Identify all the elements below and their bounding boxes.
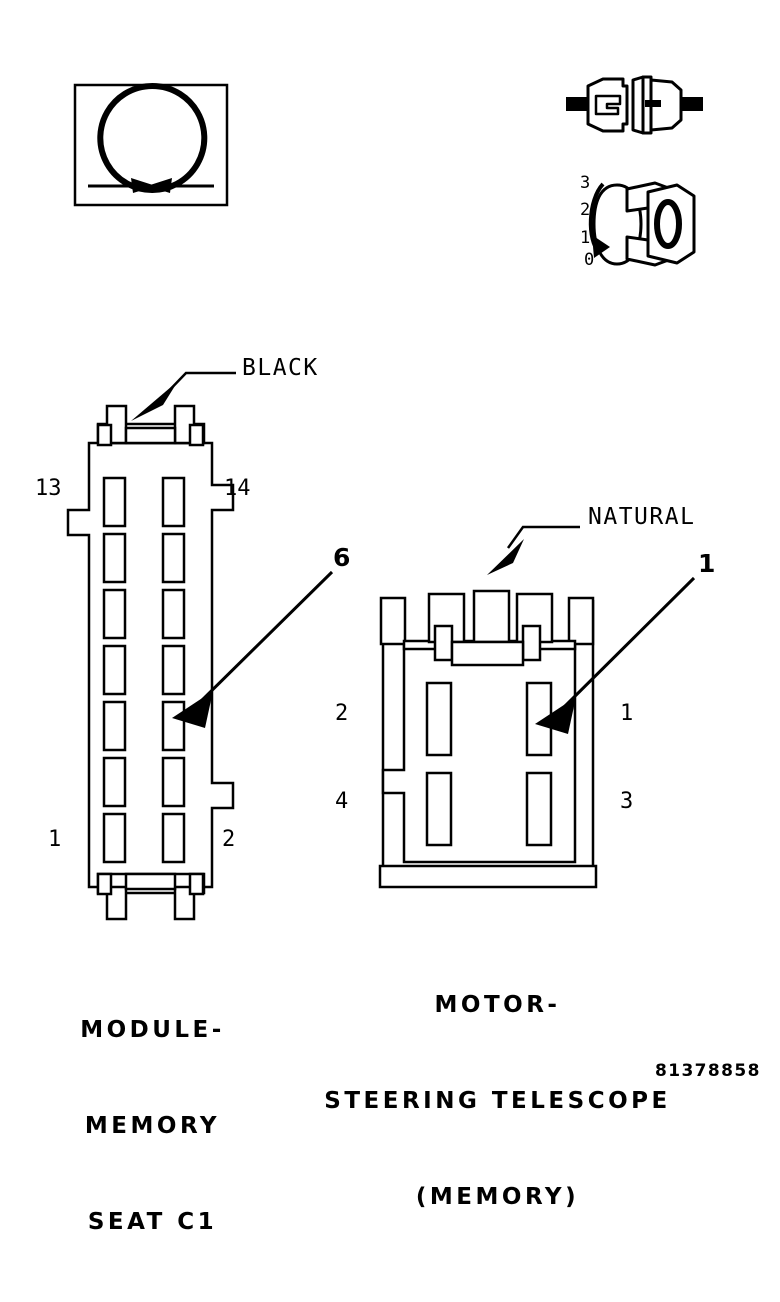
pin-number-1-right: 1	[620, 701, 634, 726]
connector-cavities	[425, 681, 553, 847]
pin-number-13: 13	[35, 476, 62, 501]
rotary-position-0: 0	[584, 250, 595, 270]
inline-connector-symbol	[566, 75, 703, 135]
caption-line: SEAT C1	[87, 1209, 218, 1235]
module-memory-seat-c1-connector	[66, 371, 334, 921]
caption-line: MODULE-	[80, 1017, 225, 1043]
part-code: 81378858	[655, 1061, 761, 1081]
callout-number-1: 1	[698, 549, 716, 578]
caption-line: MEMORY	[84, 1113, 221, 1139]
pin-number-2-right: 2	[335, 701, 349, 726]
caption-line: (MEMORY)	[415, 1184, 580, 1210]
omega-loop-symbol	[73, 83, 229, 207]
wire-color-label-black: BLACK	[242, 355, 319, 381]
wire-color-label-natural: NATURAL	[588, 504, 696, 530]
pin-number-4-right: 4	[335, 789, 349, 814]
connector-cavities	[102, 476, 186, 864]
rotary-position-1: 1	[580, 228, 591, 248]
callout-6-leader	[172, 570, 334, 728]
caption-motor-steering-telescope: MOTOR- STEERING TELESCOPE (MEMORY)	[310, 925, 685, 1277]
motor-steering-telescope-connector	[378, 525, 696, 889]
caption-module-memory-seat-c1: MODULE- MEMORY SEAT C1	[10, 950, 295, 1302]
pin-number-1-left: 1	[48, 827, 62, 852]
pin-number-3-right: 3	[620, 789, 634, 814]
connector-diagram-artwork	[66, 75, 703, 921]
pin-number-14: 14	[224, 476, 251, 501]
black-wire-leader	[131, 371, 236, 421]
rotary-position-2: 2	[580, 200, 591, 220]
callout-number-6: 6	[333, 543, 351, 572]
caption-line: STEERING TELESCOPE	[324, 1088, 671, 1114]
caption-line: MOTOR-	[434, 992, 561, 1018]
natural-wire-leader	[487, 525, 580, 575]
pin-number-2-left: 2	[222, 827, 236, 852]
diagram-sheet: BLACK NATURAL 13 14 1 2 2 1 4 3 6 1 3 2 …	[35, 75, 761, 1235]
rotary-position-3: 3	[580, 173, 591, 193]
callout-1-leader	[535, 576, 696, 734]
rotary-position-symbol	[588, 181, 696, 267]
